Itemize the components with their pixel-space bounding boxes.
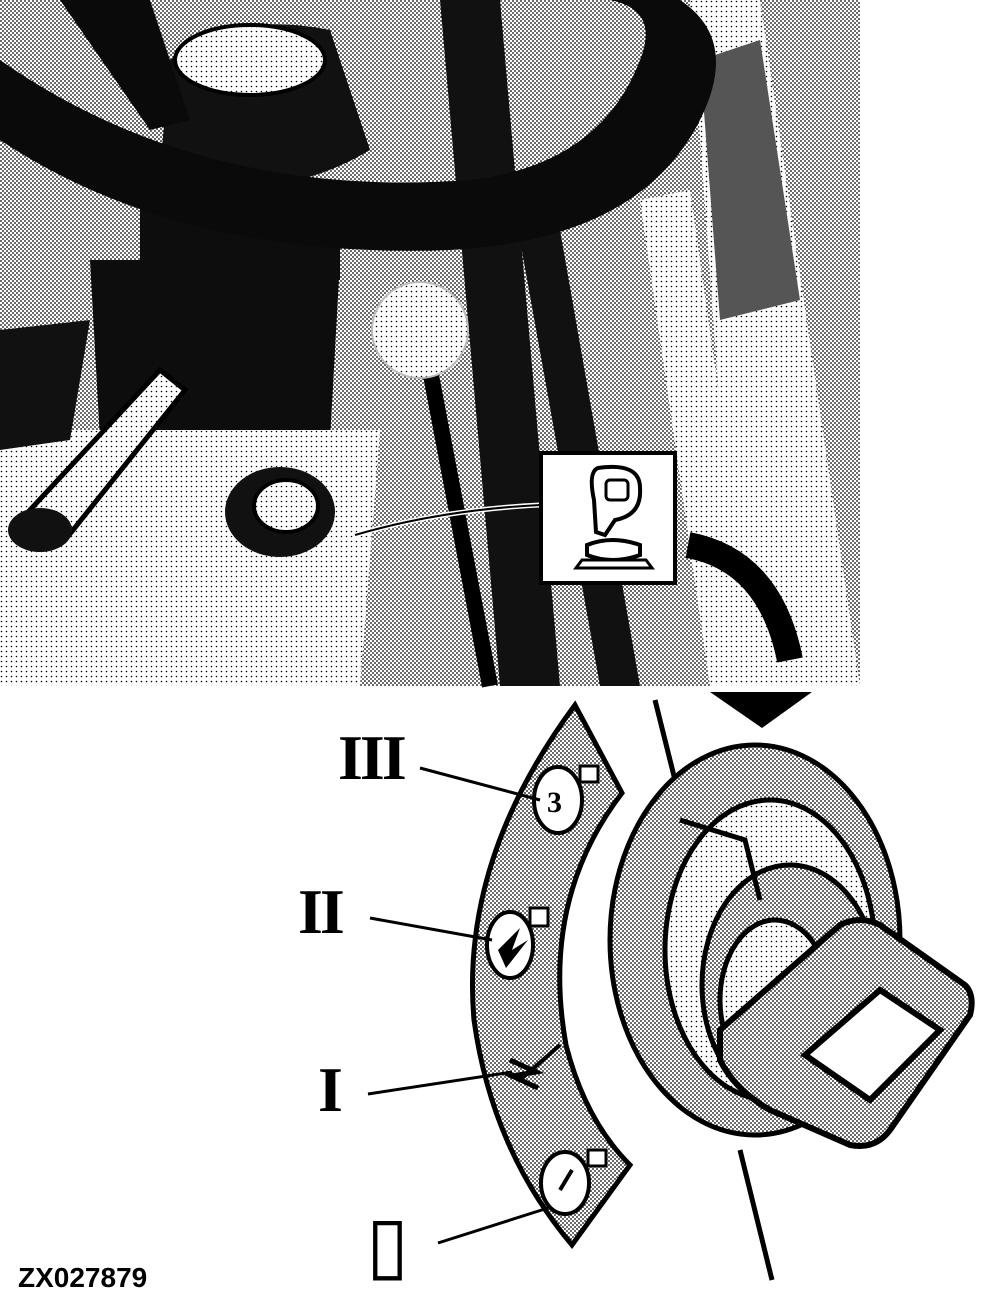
figure-code: ZX027879	[18, 1262, 148, 1293]
leader-pos-3	[419, 766, 541, 802]
steering-wheel	[0, 0, 716, 251]
lever-base	[0, 320, 90, 450]
cab-scene	[0, 0, 860, 688]
label-position-1: I	[318, 1054, 343, 1125]
throttle-stick	[422, 368, 498, 688]
label-position-0: ▯	[366, 1201, 409, 1288]
lever-knob	[8, 508, 72, 552]
key-switch-icon	[539, 451, 677, 585]
start-lightning-bulb-icon	[485, 906, 550, 980]
dashboard	[0, 430, 380, 686]
label-position-2: II	[298, 876, 345, 947]
zoom-arrow-shaft	[685, 532, 803, 663]
throttle-knob	[371, 281, 469, 379]
ignition-lock	[252, 478, 320, 534]
ignition-switch	[607, 742, 975, 1149]
bulb-icon	[539, 1148, 608, 1216]
cab-post	[440, 0, 560, 686]
position-plate	[469, 700, 634, 1250]
leader-pos-0	[437, 1206, 549, 1245]
leader-pos-2	[369, 916, 493, 942]
cable-line-2	[737, 1149, 775, 1281]
svg-text:3: 3	[547, 786, 562, 819]
leader-pos-1	[367, 1070, 513, 1096]
zoom-arrow-head	[710, 692, 812, 728]
wheel-spoke	[60, 0, 190, 130]
label-position-3: III	[338, 722, 407, 793]
key-hole	[800, 986, 945, 1104]
glow-plug-icon: 3	[532, 764, 600, 835]
lightning-icon	[503, 1057, 545, 1091]
window-frame	[700, 40, 800, 320]
leader-line	[354, 504, 541, 536]
hub-cap	[173, 23, 327, 97]
